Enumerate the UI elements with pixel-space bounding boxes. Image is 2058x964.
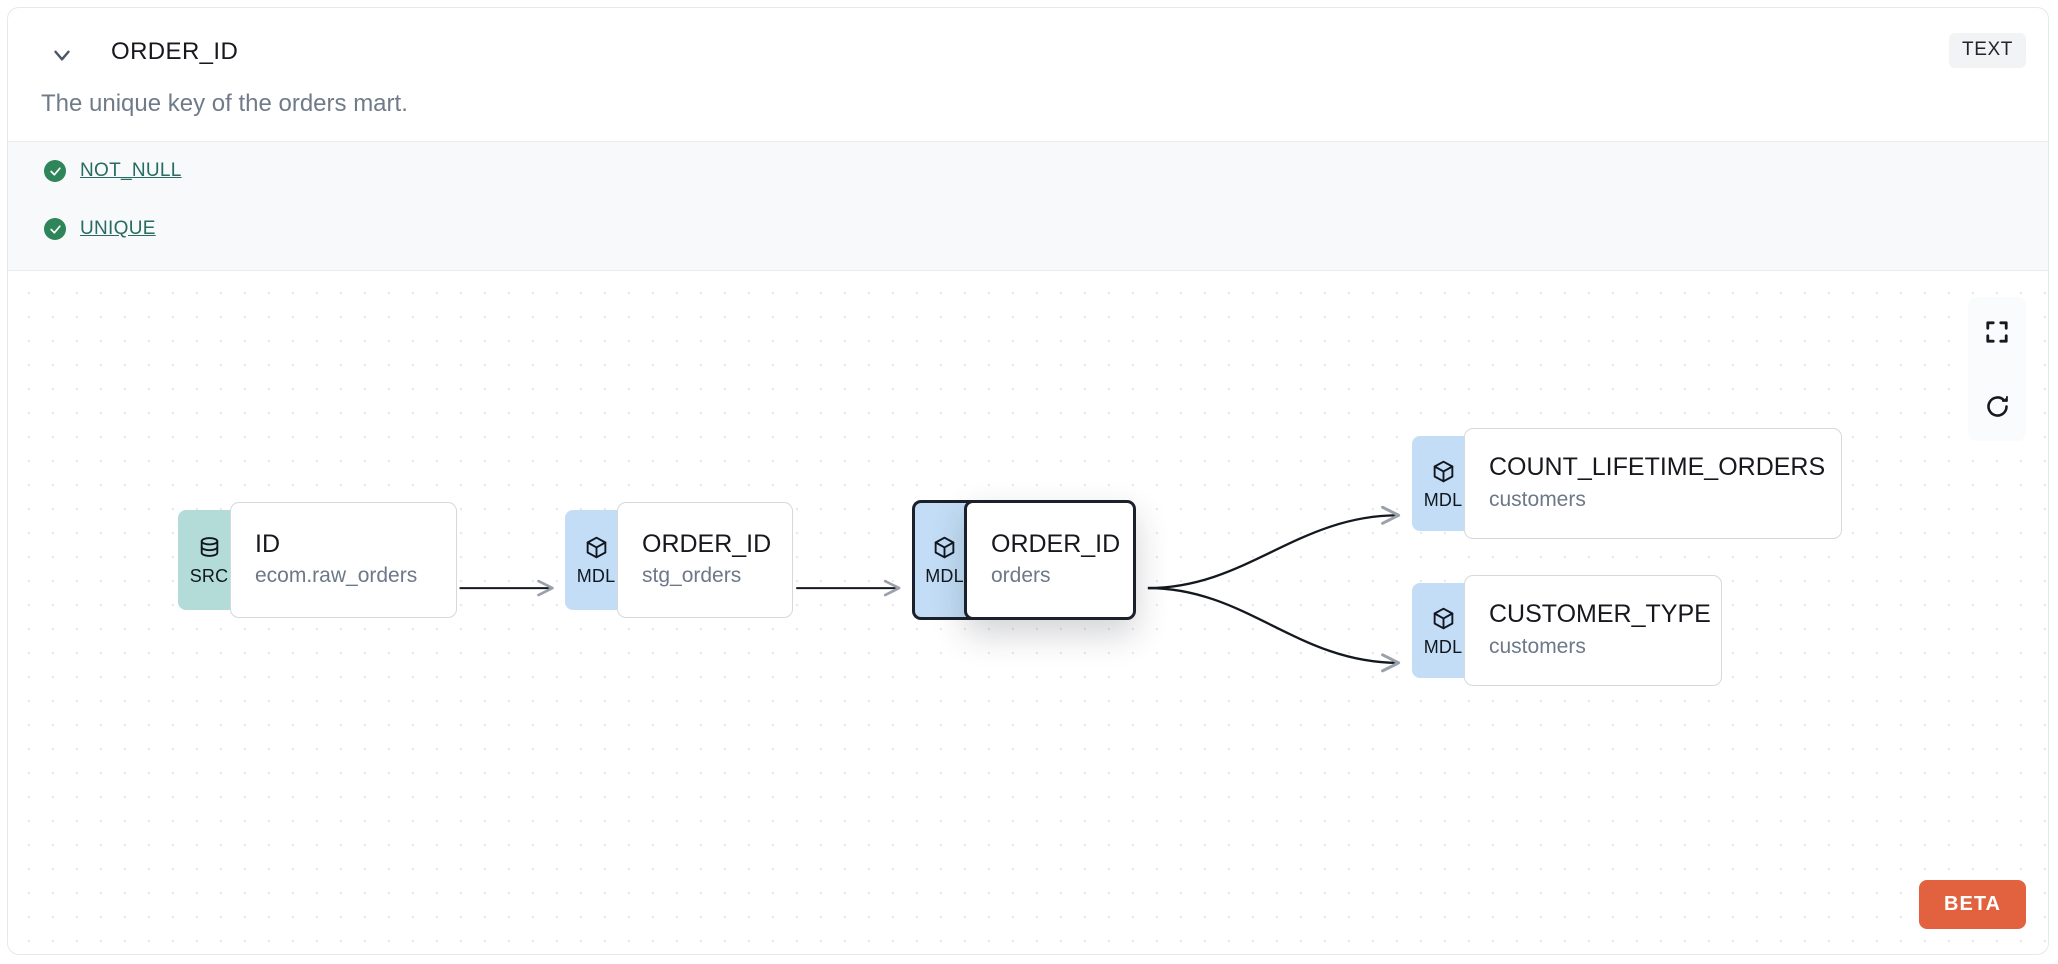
lineage-node-id[interactable]: SRC ID ecom.raw_orders <box>178 502 457 618</box>
node-title: ID <box>255 529 280 558</box>
lineage-edges <box>459 505 1401 673</box>
node-type-badge-mdl: MDL <box>1412 583 1474 678</box>
database-icon <box>197 535 222 565</box>
node-card[interactable]: CUSTOMER_TYPE customers <box>1464 575 1722 686</box>
node-card[interactable]: ID ecom.raw_orders <box>230 502 457 618</box>
node-type-badge-mdl: MDL <box>565 510 627 610</box>
column-description: The unique key of the orders mart. <box>41 90 408 117</box>
node-badge-label: MDL <box>1423 636 1463 657</box>
node-subtitle: ecom.raw_orders <box>255 564 418 588</box>
cube-icon <box>1431 459 1456 489</box>
page-title: ORDER_ID <box>111 38 239 65</box>
check-circle-icon <box>44 218 66 240</box>
node-subtitle: orders <box>991 564 1051 588</box>
node-title: ORDER_ID <box>991 529 1121 558</box>
lineage-node-count-lifetime-orders[interactable]: MDL COUNT_LIFETIME_ORDERS customers <box>1412 428 1842 539</box>
test-row[interactable]: UNIQUE <box>44 218 156 240</box>
fit-view-icon <box>1984 319 2010 345</box>
fit-view-button[interactable] <box>1968 297 2026 367</box>
chevron-down-icon[interactable] <box>48 41 76 69</box>
node-type-badge-mdl: MDL <box>1412 436 1474 531</box>
lineage-canvas[interactable]: SRC ID ecom.raw_orders MDL ORDE <box>8 272 2048 954</box>
panel-header: ORDER_ID TEXT The unique key of the orde… <box>8 8 2048 117</box>
tests-section: NOT_NULL UNIQUE <box>8 141 2048 271</box>
lineage-node-orders-selected[interactable]: MDL ORDER_ID orders <box>912 500 1136 620</box>
node-title: CUSTOMER_TYPE <box>1489 600 1711 629</box>
beta-badge: BETA <box>1919 880 2026 929</box>
lineage-node-stg-orders[interactable]: MDL ORDER_ID stg_orders <box>565 502 793 618</box>
edge-n3-n4 <box>1147 505 1401 590</box>
lineage-node-customer-type[interactable]: MDL CUSTOMER_TYPE customers <box>1412 575 1722 686</box>
node-type-badge-src: SRC <box>178 510 240 610</box>
test-link[interactable]: UNIQUE <box>80 218 156 239</box>
node-card[interactable]: ORDER_ID orders <box>964 500 1136 620</box>
node-subtitle: customers <box>1489 487 1586 511</box>
node-card[interactable]: COUNT_LIFETIME_ORDERS customers <box>1464 428 1842 539</box>
edge-n3-n5 <box>1147 586 1401 673</box>
node-type-badge-mdl: MDL <box>912 500 974 620</box>
node-title: ORDER_ID <box>642 529 772 558</box>
node-subtitle: customers <box>1489 634 1586 658</box>
node-subtitle: stg_orders <box>642 564 742 588</box>
column-detail-panel: ORDER_ID TEXT The unique key of the orde… <box>7 7 2049 955</box>
refresh-icon <box>1984 393 2011 420</box>
test-row[interactable]: NOT_NULL <box>44 160 182 182</box>
check-circle-icon <box>44 160 66 182</box>
canvas-controls <box>1968 297 2026 441</box>
cube-icon <box>1431 606 1456 636</box>
column-type-badge: TEXT <box>1949 33 2026 68</box>
node-card[interactable]: ORDER_ID stg_orders <box>617 502 793 618</box>
node-title: COUNT_LIFETIME_ORDERS <box>1489 453 1826 482</box>
reset-button[interactable] <box>1968 371 2026 441</box>
test-link[interactable]: NOT_NULL <box>80 160 182 181</box>
cube-icon <box>932 535 957 565</box>
node-badge-label: MDL <box>1423 489 1463 510</box>
node-badge-label: SRC <box>189 566 229 586</box>
node-badge-label: MDL <box>925 566 964 586</box>
cube-icon <box>584 535 609 565</box>
node-badge-label: MDL <box>576 566 616 586</box>
